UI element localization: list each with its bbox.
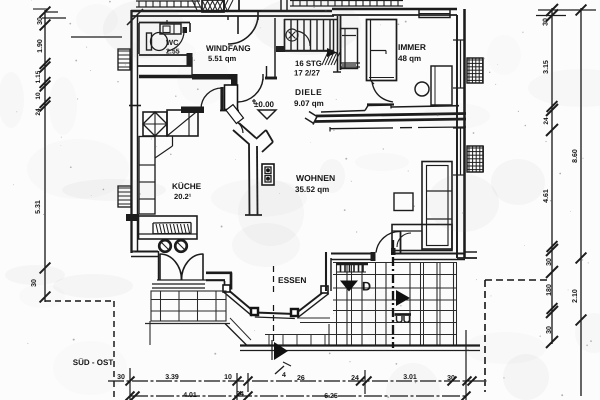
- svg-text:30: 30: [447, 375, 455, 382]
- svg-text:1.15: 1.15: [35, 70, 42, 83]
- svg-text:WINDFANG: WINDFANG: [206, 44, 251, 53]
- svg-text:8.60: 8.60: [572, 149, 579, 163]
- svg-text:5.31: 5.31: [35, 200, 42, 214]
- svg-text:10: 10: [224, 374, 232, 381]
- svg-text:24: 24: [35, 108, 42, 116]
- svg-text:1.90: 1.90: [37, 39, 44, 53]
- svg-text:24: 24: [543, 117, 550, 125]
- svg-text:2.55: 2.55: [166, 49, 180, 56]
- svg-text:5.51 qm: 5.51 qm: [208, 54, 237, 63]
- svg-text:9.07 qm: 9.07 qm: [294, 99, 324, 108]
- svg-text:WC: WC: [166, 38, 179, 47]
- svg-text:16 STG: 16 STG: [295, 59, 322, 68]
- svg-text:±0.00: ±0.00: [254, 100, 275, 109]
- svg-text:26: 26: [297, 375, 305, 382]
- svg-text:180: 180: [546, 284, 553, 296]
- svg-text:24: 24: [236, 391, 244, 398]
- svg-text:30: 30: [543, 18, 550, 26]
- svg-text:4.61: 4.61: [543, 189, 550, 203]
- svg-text:WOHNEN: WOHNEN: [296, 173, 335, 183]
- svg-text:30: 30: [546, 326, 553, 334]
- svg-text:30: 30: [31, 279, 38, 287]
- svg-text:SÜD - OST: SÜD - OST: [73, 358, 114, 367]
- svg-text:6.25: 6.25: [324, 393, 338, 400]
- svg-text:3.39: 3.39: [165, 374, 179, 381]
- svg-text:4: 4: [282, 372, 286, 379]
- svg-text:2.10: 2.10: [572, 289, 579, 303]
- svg-text:ESSEN: ESSEN: [278, 275, 306, 285]
- svg-text:30: 30: [546, 258, 553, 266]
- svg-text:24: 24: [351, 375, 359, 382]
- svg-text:DIELE: DIELE: [295, 87, 322, 97]
- svg-text:20.2¹: 20.2¹: [174, 192, 192, 201]
- svg-text:3.01: 3.01: [403, 374, 417, 381]
- svg-text:35.52 qm: 35.52 qm: [295, 185, 329, 194]
- svg-text:17 2/27: 17 2/27: [294, 69, 320, 78]
- svg-text:D: D: [362, 280, 371, 294]
- svg-text:30: 30: [37, 17, 44, 25]
- svg-text:IMMER: IMMER: [398, 42, 426, 52]
- svg-text:48 qm: 48 qm: [398, 54, 421, 63]
- svg-text:KÜCHE: KÜCHE: [172, 182, 202, 191]
- svg-text:10: 10: [35, 92, 42, 100]
- svg-text:4.01: 4.01: [183, 392, 197, 399]
- svg-text:3.15: 3.15: [543, 60, 550, 74]
- svg-text:30: 30: [117, 374, 125, 381]
